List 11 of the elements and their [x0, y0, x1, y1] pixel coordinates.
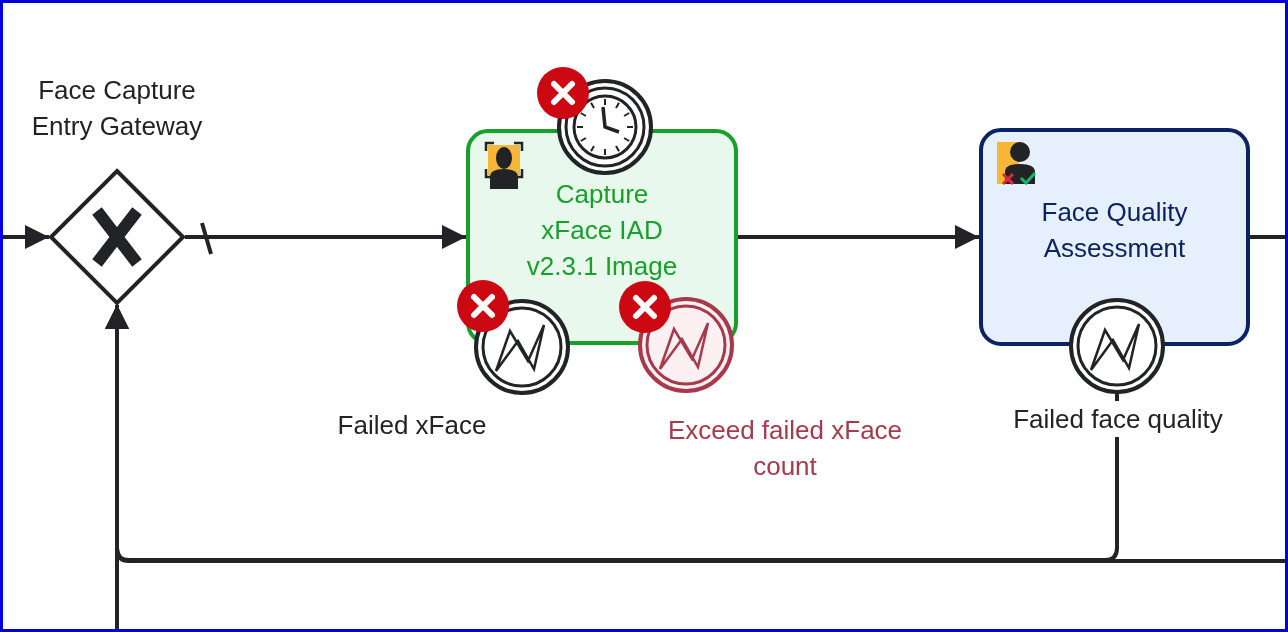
event-label: Failed xFace — [336, 409, 488, 442]
sequence-flow-arrow — [738, 225, 979, 249]
task-label: Capture xFace IAD v2.3.1 Image — [526, 178, 678, 283]
task-box — [979, 128, 1250, 346]
task-label: Face Quality Assessment — [1040, 196, 1189, 265]
sequence-flow-arrow — [185, 225, 466, 249]
sequence-flow-arrow — [3, 225, 49, 249]
event-label: Exceed failed xFace count — [666, 414, 904, 483]
exclusive-gateway-diamond — [49, 169, 185, 305]
error-event-circle — [1069, 298, 1165, 394]
event-label: Face Capture Entry Gateway — [30, 74, 204, 143]
